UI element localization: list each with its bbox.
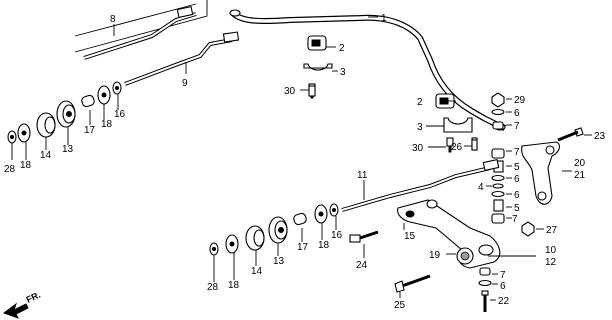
- callout-7-a: 7: [514, 121, 520, 132]
- callout-labels: 8 9 1 2 3 30 2 3 30 26 29 6 7 7 5 6 4 6 …: [4, 13, 606, 311]
- knuckle-arm: [521, 141, 561, 205]
- callout-15: 15: [404, 231, 416, 242]
- callout-22: 22: [498, 296, 510, 307]
- callout-7-b: 7: [514, 147, 520, 158]
- radius-rod-upper: [124, 31, 240, 86]
- stabilizer-bar: [229, 9, 507, 131]
- callout-5-b: 5: [514, 203, 520, 214]
- callout-16-upper: 16: [114, 109, 126, 120]
- bolt-25: [394, 274, 431, 293]
- callout-19: 19: [429, 250, 441, 261]
- callout-6-c: 6: [514, 190, 520, 201]
- bolt-23: [557, 127, 584, 142]
- callout-7-d: 7: [500, 270, 506, 281]
- callout-13-upper: 13: [62, 144, 74, 155]
- stabilizer-bushing-upper: [303, 35, 333, 99]
- callout-17-lower: 17: [297, 242, 309, 253]
- lower-bushing-stack: [209, 203, 339, 256]
- callout-10: 10: [545, 245, 557, 256]
- callout-3-lower: 3: [417, 122, 423, 133]
- leader-lines: [11, 16, 592, 301]
- bolt-26: [471, 139, 478, 151]
- front-label: FR.: [25, 290, 42, 305]
- callout-17-upper: 17: [84, 125, 96, 136]
- callout-23: 23: [594, 131, 606, 142]
- lower-control-arm: [397, 199, 501, 269]
- callout-13-lower: 13: [273, 256, 285, 267]
- callout-30-upper: 30: [284, 86, 296, 97]
- callout-14-upper: 14: [40, 150, 52, 161]
- callout-12: 12: [545, 257, 557, 268]
- callout-21: 21: [574, 170, 586, 181]
- callout-28-upper: 28: [4, 164, 16, 175]
- link-hardware-stack: [491, 92, 505, 224]
- callout-24: 24: [356, 260, 368, 271]
- front-arrow-icon: [2, 302, 29, 319]
- callout-9: 9: [182, 78, 188, 89]
- callout-11: 11: [357, 170, 368, 181]
- callout-7-c: 7: [512, 214, 518, 225]
- callout-20: 20: [574, 158, 586, 169]
- callout-4: 4: [478, 182, 484, 193]
- callout-1: 1: [381, 13, 387, 24]
- callout-27: 27: [546, 225, 558, 236]
- bolt-30-upper: [308, 85, 316, 97]
- callout-28-lower: 28: [207, 282, 219, 293]
- callout-8: 8: [110, 14, 116, 25]
- callout-6-a: 6: [514, 108, 520, 119]
- callout-25: 25: [394, 300, 406, 311]
- callout-6-d: 6: [500, 281, 506, 292]
- callout-18-lower-a: 18: [228, 280, 240, 291]
- ball-joint-hardware: [478, 267, 492, 312]
- upper-bushing-stack: [7, 81, 122, 144]
- callout-5-a: 5: [514, 162, 520, 173]
- callout-30-lower: 30: [412, 143, 424, 154]
- radius-rod-lower: [341, 158, 500, 212]
- callout-2-lower: 2: [417, 97, 423, 108]
- callout-29: 29: [514, 95, 526, 106]
- callout-26: 26: [451, 142, 463, 153]
- bolt-24: [349, 230, 379, 243]
- callout-2-upper: 2: [339, 43, 345, 54]
- callout-16-lower: 16: [331, 230, 343, 241]
- callout-18-upper-b: 18: [101, 119, 113, 130]
- callout-14-lower: 14: [251, 266, 263, 277]
- callout-18-upper-a: 18: [20, 160, 32, 171]
- radius-rod-inset: [74, 0, 208, 60]
- nut-27: [521, 221, 535, 237]
- callout-18-lower-b: 18: [318, 240, 330, 251]
- callout-6-b: 6: [514, 174, 520, 185]
- callout-3-upper: 3: [340, 67, 346, 78]
